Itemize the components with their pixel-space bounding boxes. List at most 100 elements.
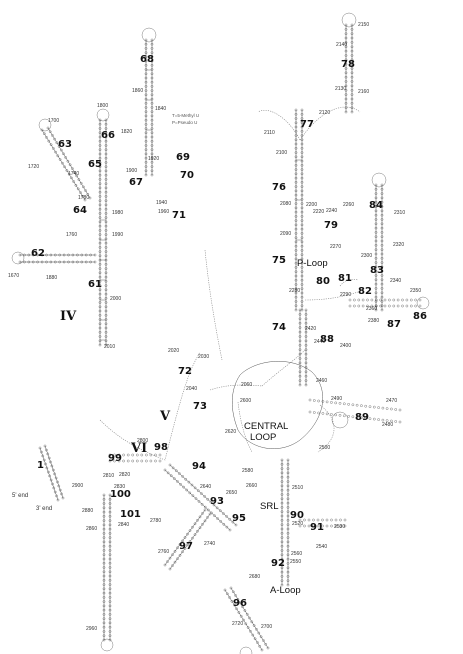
- nucleotide-mark: [215, 506, 219, 510]
- nucleotide-mark: [294, 287, 298, 290]
- nucleotide-mark: [98, 224, 102, 228]
- position-label-2300: 2300: [361, 253, 372, 259]
- nucleotide-mark: [298, 379, 302, 382]
- nucleotide-mark: [321, 412, 325, 415]
- nucleotide-mark: [344, 23, 348, 27]
- nucleotide-mark: [375, 304, 378, 308]
- nucleotide-mark: [325, 412, 329, 416]
- helix-label-74: 74: [272, 322, 286, 333]
- position-label-1780: 1780: [78, 195, 89, 201]
- nucleotide-mark: [380, 252, 384, 256]
- nucleotide-mark: [176, 557, 179, 560]
- five-prime-end-label: 5' end: [12, 493, 28, 499]
- nucleotide-mark: [380, 235, 384, 238]
- helix-label-77: 77: [300, 119, 314, 130]
- nucleotide-mark: [98, 297, 102, 300]
- nucleotide-mark: [344, 110, 348, 114]
- nucleotide-mark: [380, 213, 384, 217]
- nucleotide-mark: [149, 459, 153, 463]
- nucleotide-mark: [223, 588, 227, 592]
- nucleotide-mark: [380, 239, 384, 243]
- nucleotide-mark: [374, 188, 378, 191]
- nucleotide-mark: [108, 604, 112, 608]
- nucleotide-mark: [150, 97, 154, 101]
- nucleotide-mark: [144, 93, 148, 97]
- position-label-2060: 2060: [241, 382, 252, 388]
- position-label-2320: 2320: [393, 242, 404, 248]
- nucleotide-mark: [104, 331, 108, 334]
- nucleotide-mark: [187, 480, 191, 484]
- nucleotide-mark: [108, 510, 112, 514]
- nucleotide-mark: [98, 343, 102, 347]
- nucleotide-mark: [286, 557, 290, 561]
- nucleotide-mark: [243, 609, 247, 612]
- three-prime-end-label: 3' end: [36, 506, 52, 512]
- nucleotide-mark: [300, 193, 304, 197]
- nucleotide-mark: [304, 383, 308, 387]
- nucleotide-mark: [194, 497, 198, 500]
- nucleotide-mark: [286, 540, 290, 544]
- nucleotide-mark: [300, 147, 304, 150]
- nucleotide-mark: [300, 261, 304, 265]
- nucleotide-mark: [380, 304, 384, 307]
- nucleotide-mark: [56, 498, 60, 502]
- position-label-1860: 1860: [132, 88, 143, 94]
- helix-label-75: 75: [272, 255, 286, 266]
- nucleotide-mark: [350, 41, 354, 44]
- nucleotide-mark: [344, 84, 348, 88]
- nucleotide-mark: [234, 523, 238, 527]
- nucleotide-mark: [144, 152, 148, 156]
- nucleotide-mark: [102, 604, 106, 608]
- nucleotide-mark: [98, 331, 102, 334]
- nucleotide-mark: [150, 93, 154, 97]
- nucleotide-mark: [54, 260, 57, 264]
- nucleotide-mark: [370, 304, 374, 308]
- nucleotide-mark: [104, 241, 108, 245]
- position-label-2420: 2420: [305, 326, 316, 332]
- nucleotide-mark: [286, 527, 290, 531]
- a-loop-label: A-Loop: [270, 585, 301, 596]
- nucleotide-mark: [67, 172, 71, 176]
- position-label-2680: 2680: [249, 574, 260, 580]
- nucleotide-mark: [104, 195, 108, 198]
- nucleotide-mark: [98, 241, 102, 245]
- position-label-1980: 1980: [112, 210, 123, 216]
- nucleotide-mark: [373, 417, 376, 421]
- nucleotide-mark: [108, 536, 112, 539]
- nucleotide-mark: [392, 298, 396, 302]
- position-label-2000: 2000: [110, 296, 121, 302]
- nucleotide-mark: [126, 459, 130, 463]
- nucleotide-mark: [294, 295, 298, 299]
- nucleotide-mark: [61, 161, 64, 165]
- nucleotide-mark: [300, 130, 304, 133]
- nucleotide-mark: [54, 253, 57, 257]
- nucleotide-mark: [368, 417, 372, 420]
- nucleotide-mark: [321, 400, 325, 403]
- hairpin-loop: [11, 251, 25, 265]
- nucleotide-mark: [300, 121, 304, 125]
- nucleotide-mark: [360, 404, 363, 407]
- nucleotide-mark: [300, 295, 304, 299]
- position-label-2520: 2520: [292, 521, 303, 527]
- nucleotide-mark: [380, 291, 384, 295]
- nucleotide-mark: [102, 493, 106, 497]
- nucleotide-mark: [344, 49, 348, 53]
- nucleotide-mark: [154, 459, 157, 463]
- nucleotide-mark: [102, 625, 106, 629]
- nucleotide-mark: [294, 274, 298, 278]
- nucleotide-mark: [380, 218, 384, 221]
- nucleotide-mark: [313, 399, 316, 402]
- nucleotide-mark: [286, 480, 290, 483]
- nucleotide-mark: [344, 75, 348, 79]
- nucleotide-mark: [280, 540, 284, 544]
- nucleotide-mark: [104, 246, 108, 249]
- nucleotide-mark: [104, 199, 108, 202]
- nucleotide-mark: [131, 459, 134, 463]
- nucleotide-mark: [49, 253, 53, 257]
- nucleotide-mark: [108, 613, 112, 616]
- nucleotide-mark: [380, 274, 384, 277]
- nucleotide-mark: [300, 181, 304, 184]
- nucleotide-mark: [344, 106, 348, 109]
- position-label-2110: 2110: [264, 130, 275, 136]
- nucleotide-mark: [98, 318, 102, 321]
